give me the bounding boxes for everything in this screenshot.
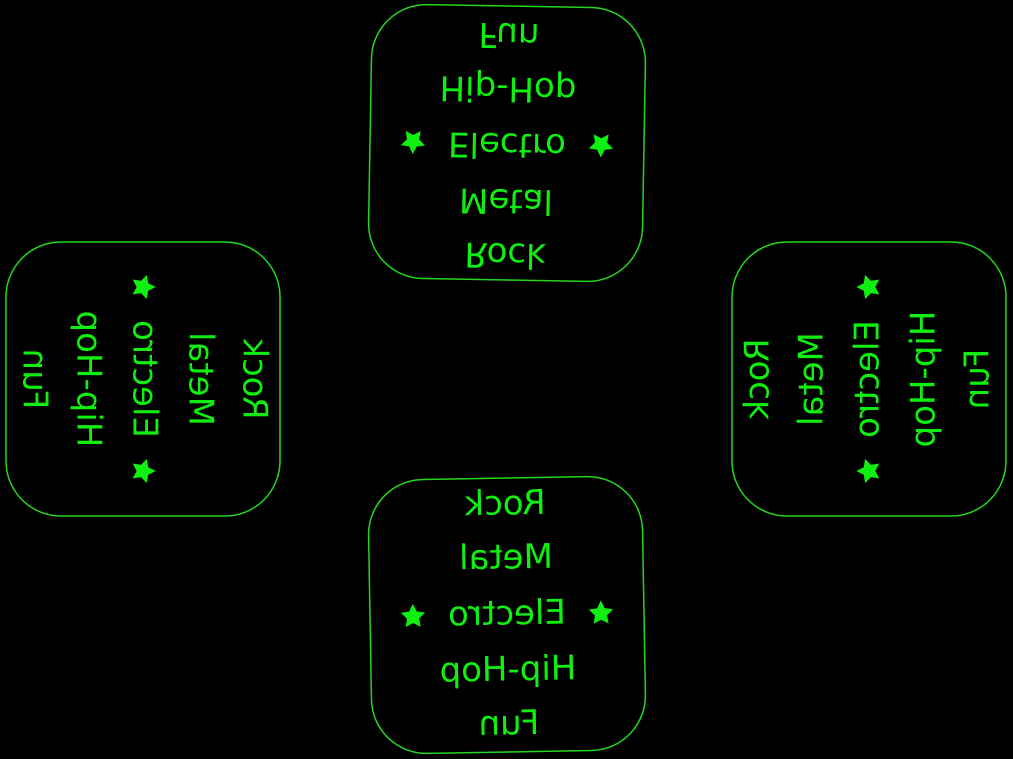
genre-hip-hop[interactable]: Hip-Hop xyxy=(439,67,577,109)
genre-card-bottom: Rock Metal Electro Hip-Hop Fun xyxy=(367,475,647,755)
genre-rock[interactable]: Rock xyxy=(738,338,778,420)
genre-fun[interactable]: Fun xyxy=(478,14,539,55)
card-bottom-outline xyxy=(367,475,647,755)
star-icon xyxy=(400,130,426,155)
genre-hip-hop[interactable]: Hip-Hop xyxy=(904,311,944,448)
star-icon xyxy=(400,603,426,628)
genre-electro[interactable]: Electro xyxy=(448,592,567,634)
star-icon xyxy=(856,274,880,300)
genre-hip-hop[interactable]: Hip-Hop xyxy=(439,648,577,690)
genre-electro[interactable]: Electro xyxy=(125,320,165,438)
star-icon xyxy=(132,274,156,300)
genre-metal[interactable]: Metal xyxy=(181,332,221,426)
genre-fun[interactable]: Fun xyxy=(15,349,55,410)
genre-rock[interactable]: Rock xyxy=(464,483,546,524)
genre-card-right: Rock Metal Electro Hip-Hop Fun xyxy=(731,241,1007,517)
genre-card-top: Rock Metal Electro Hip-Hop Fun xyxy=(367,3,647,283)
genre-hip-hop[interactable]: Hip-Hop xyxy=(69,311,109,448)
genre-rock[interactable]: Rock xyxy=(235,338,275,420)
genre-fun[interactable]: Fun xyxy=(958,349,998,410)
genre-metal[interactable]: Metal xyxy=(459,180,554,222)
card-right-outline xyxy=(731,241,1007,517)
card-left-outline xyxy=(5,241,281,517)
genre-card-left: Rock Metal Electro Hip-Hop Fun xyxy=(5,241,281,517)
genre-rock[interactable]: Rock xyxy=(464,234,546,275)
card-top-outline xyxy=(367,3,647,283)
star-icon xyxy=(588,134,614,158)
star-icon xyxy=(588,600,614,624)
genre-fun[interactable]: Fun xyxy=(478,703,539,744)
genre-electro[interactable]: Electro xyxy=(448,123,567,165)
star-icon xyxy=(132,458,156,484)
star-icon xyxy=(856,458,880,484)
genre-metal[interactable]: Metal xyxy=(459,537,554,579)
genre-metal[interactable]: Metal xyxy=(792,332,832,426)
genre-electro[interactable]: Electro xyxy=(848,320,888,438)
